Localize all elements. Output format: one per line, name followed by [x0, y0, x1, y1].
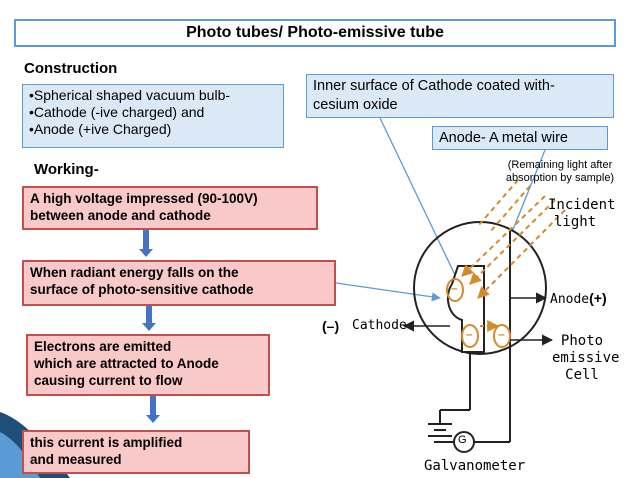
working-step-3: Electrons are emitted which are attracte… — [26, 334, 270, 396]
incident-light-line: light — [554, 214, 597, 230]
step-line: and measured — [30, 452, 122, 467]
incident-light-label: Incident light — [548, 197, 615, 231]
working-step-4: this current is amplified and measured — [22, 430, 250, 474]
photo-cell-line: Cell — [565, 367, 599, 383]
step2-pointer — [335, 282, 441, 302]
step-line: this current is amplified — [30, 435, 183, 450]
cathode-plate — [446, 265, 485, 353]
flow-arrow-head — [139, 249, 153, 257]
cathode-label: Cathode — [352, 318, 407, 333]
construction-heading: Construction — [24, 60, 118, 77]
incident-light-line: Incident — [548, 197, 616, 213]
remaining-light-line: (Remaining light after — [507, 159, 613, 171]
flow-arrow-head — [146, 415, 160, 423]
galvanometer-circuit — [428, 409, 511, 453]
remaining-light-label: (Remaining light after absorption by sam… — [490, 159, 630, 185]
cathode-sign: (–) — [322, 318, 340, 334]
photo-cell-line: Photo — [560, 333, 604, 349]
working-step-1: A high voltage impressed (90-100V) betwe… — [22, 186, 318, 230]
step-line: which are attracted to Anode — [34, 356, 219, 371]
photo-cell-line: emissive — [552, 350, 620, 366]
anode-note: Anode- A metal wire — [432, 126, 608, 150]
step-line: A high voltage impressed (90-100V) — [30, 191, 258, 206]
anode-note-pointer — [511, 149, 546, 233]
galvanometer-symbol: G — [458, 434, 467, 446]
electron-markers — [446, 278, 511, 348]
anode-sign: (+) — [589, 290, 607, 306]
step-line: Electrons are emitted — [34, 339, 172, 354]
step-line: between anode and cathode — [30, 208, 211, 223]
construction-item: •Cathode (-ive charged) and — [29, 104, 205, 120]
step-line: surface of photo-sensitive cathode — [30, 282, 254, 297]
working-heading: Working- — [34, 161, 99, 178]
anode-label-text: Anode — [550, 292, 590, 307]
flow-arrow-shaft — [150, 396, 156, 416]
vacuum-bulb — [413, 221, 547, 355]
inner-surface-line: cesium oxide — [313, 97, 398, 113]
flow-arrow-head — [142, 323, 156, 331]
step-line: causing current to flow — [34, 373, 183, 388]
photo-emissive-cell-label: Photo emissive Cell — [552, 333, 620, 384]
anode-label: Anode(+) — [550, 290, 607, 307]
remaining-light-line: absorption by sample) — [505, 172, 615, 184]
electron-sign: – — [498, 327, 505, 341]
inner-surface-note: Inner surface of Cathode coated with- ce… — [306, 74, 614, 118]
electron-sign: – — [451, 281, 458, 295]
construction-box: •Spherical shaped vacuum bulb- •Cathode … — [22, 84, 284, 148]
step-line: When radiant energy falls on the — [30, 265, 239, 280]
inner-surface-pointer — [379, 117, 456, 276]
galvanometer-label: Galvanometer — [424, 458, 526, 474]
inner-surface-line: Inner surface of Cathode coated with- — [313, 78, 555, 94]
working-step-2: When radiant energy falls on the surface… — [22, 260, 336, 306]
flow-arrow-shaft — [143, 230, 149, 250]
construction-item: •Anode (+ive Charged) — [29, 121, 172, 137]
incident-light-beams — [461, 179, 566, 299]
construction-item: •Spherical shaped vacuum bulb- — [29, 87, 231, 103]
page-title: Photo tubes/ Photo-emissive tube — [14, 19, 616, 47]
electron-sign: – — [466, 327, 473, 341]
flow-arrow-shaft — [146, 306, 152, 324]
